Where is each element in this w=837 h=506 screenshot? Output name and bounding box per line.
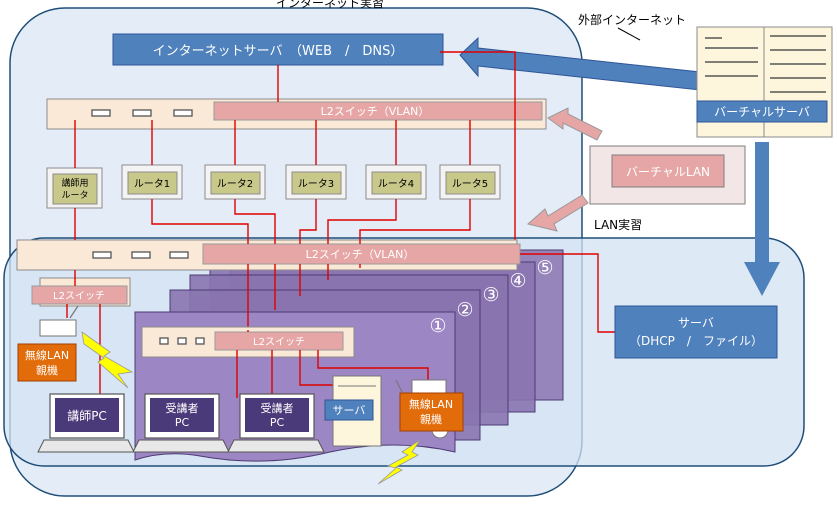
group-wlan-label-2: 親機 (420, 412, 442, 426)
instructor-wlan (17, 343, 77, 382)
group-3-number: ③ (482, 284, 499, 306)
student-pc-2-label-2: PC (270, 416, 285, 429)
internet-server-label: インターネットサーバ （WEB / DNS） (153, 44, 404, 59)
group-2-number: ② (456, 299, 473, 321)
group-wlan-label-1: 無線LAN (409, 397, 453, 411)
instructor-pc (37, 393, 135, 453)
router-5-label: ルータ5 (452, 178, 488, 190)
pink-arrow-bottom (526, 194, 589, 232)
student-pc-1-label-1: 受講者 (166, 401, 199, 415)
group-server-label: サーバ (333, 404, 366, 417)
links-top (74, 51, 516, 243)
lan-server-label-2: （DHCP / ファイル） (629, 334, 763, 348)
rack-slots (705, 35, 826, 93)
group-switch-label: L2スイッチ (253, 336, 305, 348)
lan-server-label-1: サーバ (678, 316, 714, 330)
group-wlan (399, 392, 464, 432)
virtual-lan (611, 154, 725, 188)
instructor-pc-label: 講師PC (67, 408, 107, 423)
external-internet-label: 外部インターネット (578, 12, 686, 27)
lan-server (614, 305, 778, 359)
links-group (236, 330, 429, 400)
group-5-number: ⑤ (536, 257, 553, 279)
lightning-1-icon (81, 331, 134, 389)
mid-switch-label: L2スイッチ（VLAN） (306, 248, 415, 261)
student-pc-1 (132, 393, 230, 453)
group-4-number: ④ (509, 270, 526, 292)
instructor-wlan-label-1: 無線LAN (25, 348, 69, 362)
links-mid (74, 199, 615, 333)
group-server (324, 399, 374, 421)
router-3-label: ルータ3 (298, 178, 334, 190)
top-switch (213, 101, 543, 121)
router-instructor-label-1: 講師用 (61, 177, 88, 189)
virtual-server-label-box (696, 100, 828, 123)
internet-lab-label: インターネット実習 (276, 0, 384, 10)
router-1-label: ルータ1 (134, 178, 170, 190)
lightning-2-icon (377, 439, 421, 485)
student-pc-2 (227, 393, 325, 453)
router-instructor-label-2: ルータ (61, 190, 88, 201)
instructor-switch-label: L2スイッチ (53, 290, 105, 302)
lan-lab-label: LAN実習 (594, 217, 642, 232)
router-2-label: ルータ2 (217, 178, 253, 190)
virtual-lan-label: バーチャルLAN (626, 165, 710, 179)
group-1-number: ① (429, 315, 446, 337)
virtual-server-label: バーチャルサーバ (714, 105, 810, 119)
student-pc-1-label-2: PC (175, 416, 190, 429)
top-switch-label: L2スイッチ（VLAN） (321, 105, 430, 118)
group-switch (214, 331, 344, 351)
router-4-label: ルータ4 (378, 178, 414, 190)
down-arrow (744, 262, 780, 296)
external-internet-leader (617, 27, 641, 41)
instructor-wlan-label-2: 親機 (36, 363, 58, 377)
instructor-wlan-device (39, 305, 79, 337)
routers: 講師用 ルータ ルータ1 ルータ2 ルータ3 ルータ4 ルータ5 (46, 164, 501, 209)
pink-arrow-top (547, 107, 603, 141)
student-pc-2-label-1: 受講者 (261, 401, 294, 415)
instructor-switch (31, 285, 128, 305)
